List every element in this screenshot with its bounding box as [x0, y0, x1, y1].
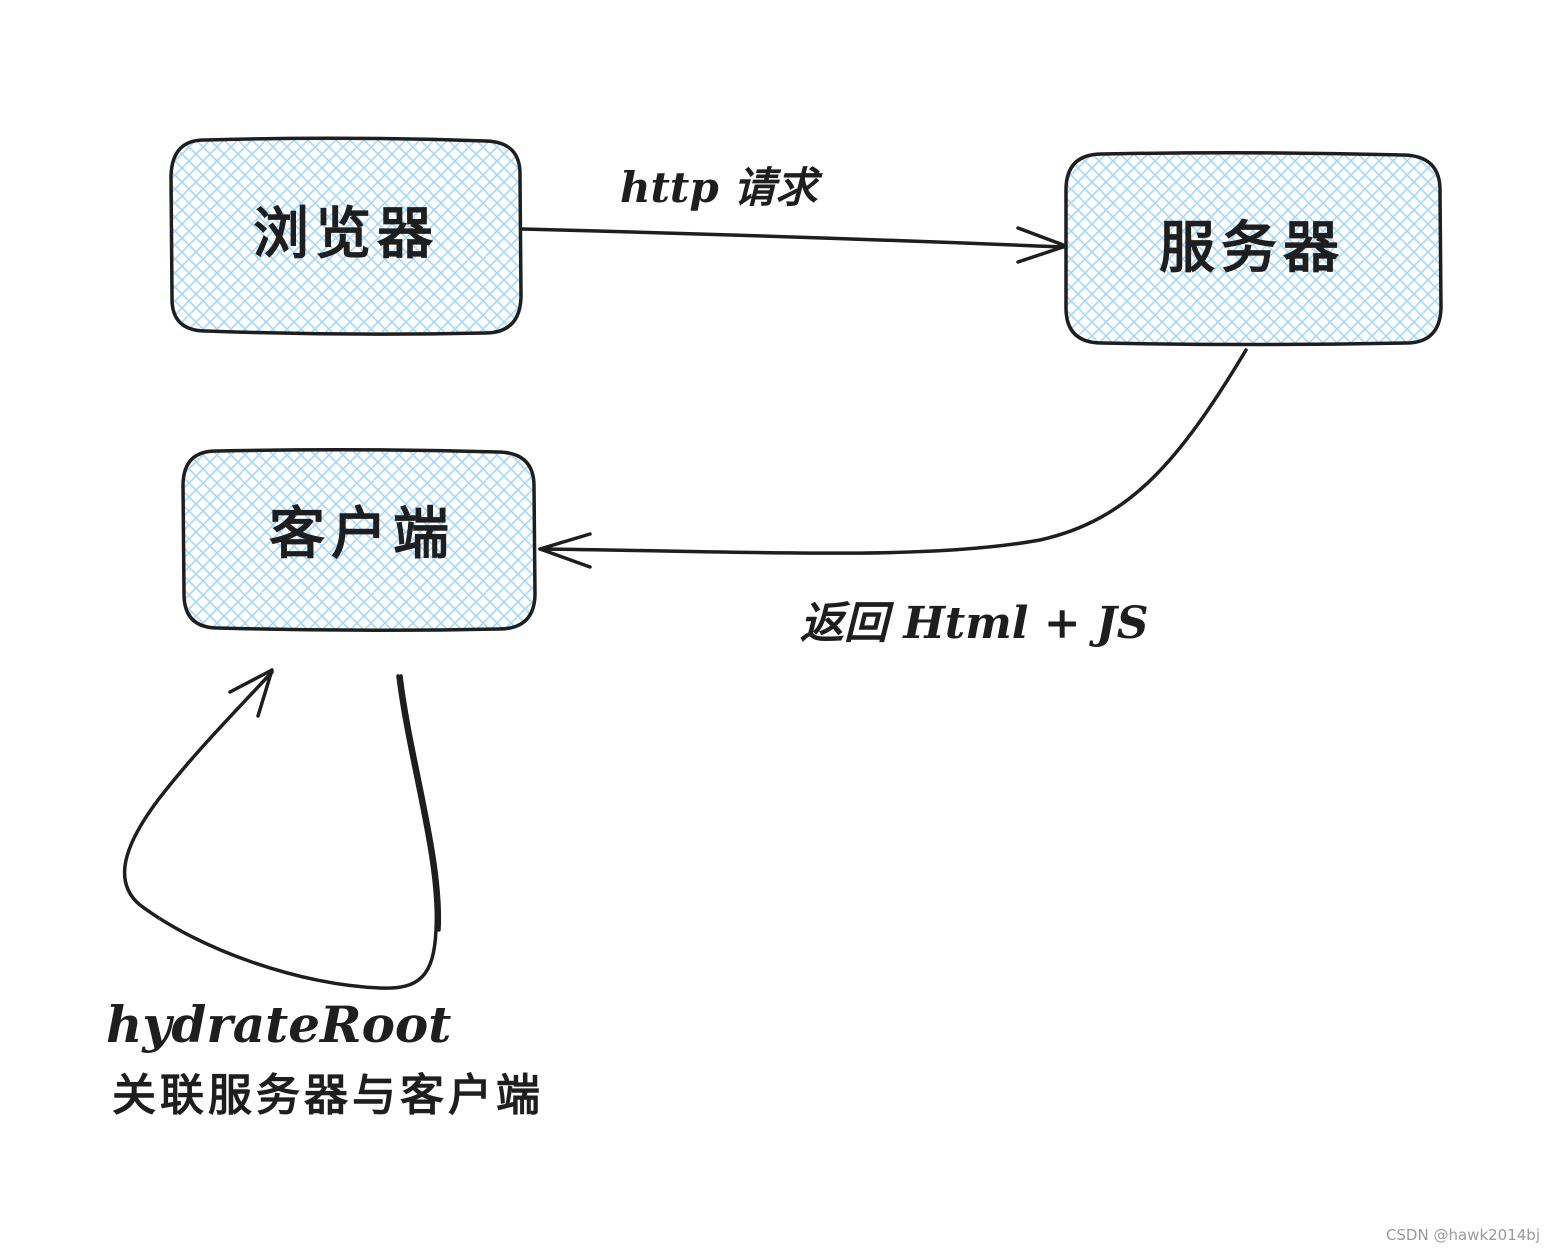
browser-node-label: 浏览器 [253, 201, 439, 267]
request-arrow-head [1016, 226, 1068, 264]
client-node-label: 客户端 [269, 501, 455, 567]
hydrate-loop-line-double [399, 674, 442, 932]
client-node-fill [184, 450, 534, 630]
request-arrow [520, 226, 1068, 264]
hydrate-loop-head [228, 668, 274, 718]
request-arrow-line [520, 227, 1066, 249]
browser-node: 浏览器 [169, 136, 523, 336]
response-arrow [538, 348, 1248, 569]
response-arrow-label: 返回 Html + JS [800, 598, 1149, 649]
server-node-fill [1066, 154, 1440, 344]
client-node-border [181, 447, 537, 633]
hydrate-loop-description: 关联服务器与客户端 [112, 1070, 544, 1121]
response-arrow-line [538, 348, 1248, 555]
request-arrow-label: http 请求 [620, 163, 823, 212]
response-arrow-head [538, 532, 592, 569]
hydrate-loop-line [122, 670, 439, 990]
server-node-border [1064, 150, 1443, 347]
hydrate-loop-arrow [122, 668, 442, 990]
client-node: 客户端 [181, 447, 537, 633]
browser-node-fill [172, 140, 520, 332]
watermark: CSDN @hawk2014bj [1386, 1226, 1540, 1244]
server-node-label: 服务器 [1159, 215, 1345, 281]
server-node: 服务器 [1064, 150, 1443, 347]
hydrate-loop-label: hydrateRoot [106, 995, 451, 1054]
browser-node-border [169, 136, 523, 336]
